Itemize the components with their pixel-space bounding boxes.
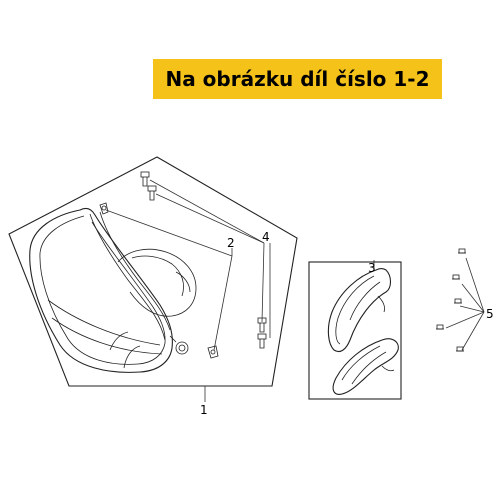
leader-lines <box>105 179 485 402</box>
callout-1: 1 <box>200 403 208 417</box>
turn-signal-box <box>308 261 402 400</box>
main-assembly-outline <box>8 156 298 387</box>
turn-signal-lenses <box>327 267 399 395</box>
callout-4: 4 <box>262 230 270 244</box>
callout-5: 5 <box>486 307 494 321</box>
headlight-housing <box>29 202 219 373</box>
callout-2: 2 <box>227 236 235 250</box>
screw-set-4 <box>140 171 267 349</box>
part-number-banner: Na obrázku díl číslo 1-2 <box>153 59 442 99</box>
screw-set-5 <box>436 248 466 352</box>
callout-3: 3 <box>368 261 376 275</box>
